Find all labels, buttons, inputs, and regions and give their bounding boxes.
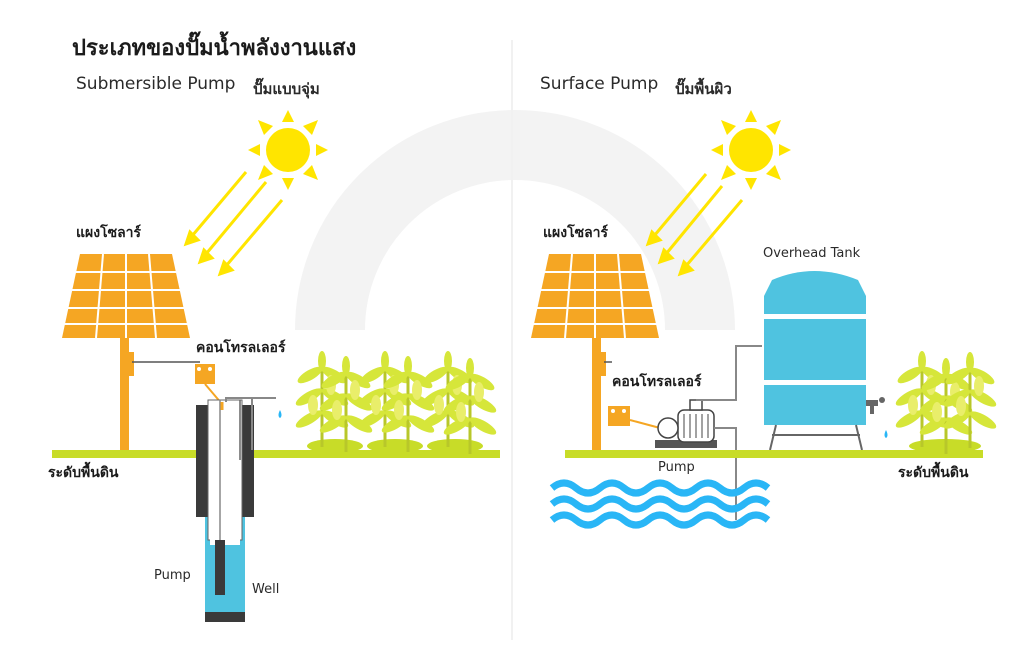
left-ground-label: ระดับพื้นดิน — [48, 465, 119, 481]
surface-pump-icon — [655, 399, 717, 448]
crops-left — [293, 351, 499, 454]
water-drop-icon — [884, 430, 888, 438]
sun-icon — [248, 110, 328, 190]
overhead-tank — [764, 271, 885, 451]
ground-right — [565, 450, 983, 458]
right-solar-label: แผงโซลาร์ — [543, 225, 609, 241]
outlet-pipe-left — [225, 397, 276, 450]
sun-icon — [711, 110, 791, 190]
left-well-label: Well — [252, 582, 280, 597]
right-controller-label: คอนโทรลเลอร์ — [612, 374, 702, 390]
water-source-waves — [549, 479, 771, 529]
solar-panel-right — [531, 253, 659, 450]
watermark-arc — [295, 110, 735, 331]
controller-box-left — [195, 364, 215, 384]
left-solar-label: แผงโซลาร์ — [76, 225, 142, 241]
right-ground-label: ระดับพื้นดิน — [898, 465, 969, 481]
right-heading-th: ปั๊มพื้นผิว — [675, 80, 732, 98]
ground-left — [52, 450, 500, 458]
right-pump-label: Pump — [658, 460, 695, 475]
controller-box-right — [608, 406, 630, 426]
left-controller-label: คอนโทรลเลอร์ — [196, 340, 286, 356]
solar-panel-left — [62, 253, 190, 450]
left-heading-th: ปั๊มแบบจุ่ม — [253, 80, 320, 98]
crops-right — [893, 351, 999, 454]
left-pump-label: Pump — [154, 568, 191, 583]
right-heading-en: Surface Pump — [540, 74, 659, 94]
left-heading-en: Submersible Pump — [76, 74, 236, 94]
page-title: ประเภทของปั๊มน้ำพลังงานแสง — [72, 36, 357, 61]
sun-rays-left — [183, 171, 284, 277]
right-tank-label: Overhead Tank — [763, 246, 861, 261]
sun-rays-right — [645, 173, 744, 277]
water-drop-icon — [278, 410, 282, 418]
submersible-pump-icon — [215, 540, 225, 595]
tap-icon — [866, 400, 878, 414]
well — [196, 399, 254, 622]
